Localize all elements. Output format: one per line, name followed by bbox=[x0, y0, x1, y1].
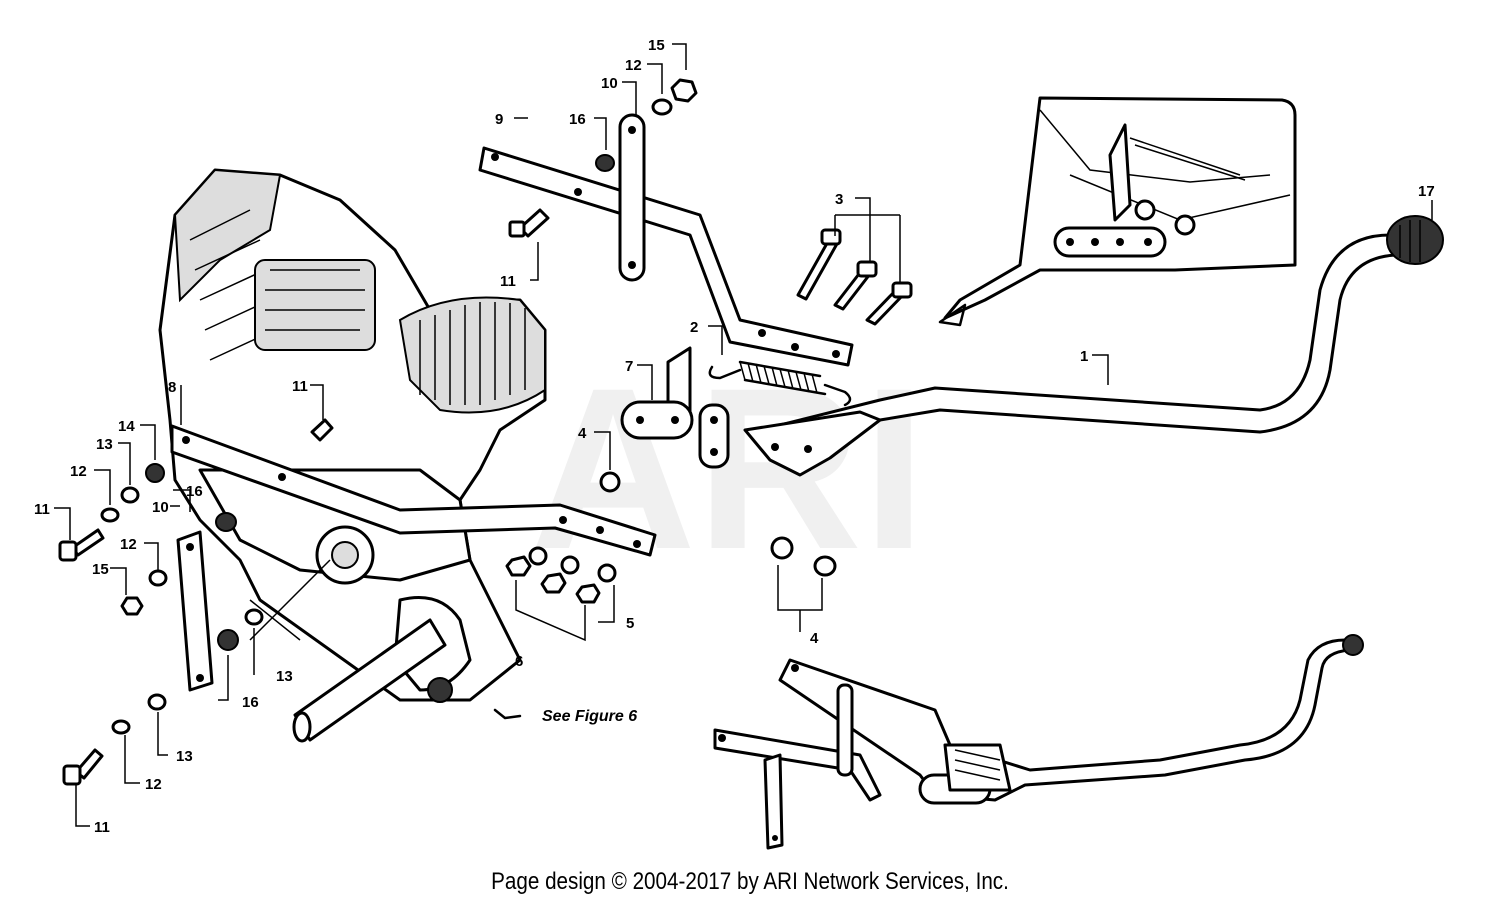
callout-15: 15 bbox=[92, 561, 109, 578]
callout-7: 7 bbox=[625, 358, 633, 375]
callout-13: 13 bbox=[176, 748, 193, 765]
spacers-and-nuts bbox=[505, 471, 837, 604]
callout-16: 16 bbox=[569, 111, 586, 128]
callout-12: 12 bbox=[120, 536, 137, 553]
lift-handle bbox=[743, 215, 1444, 477]
callout-1: 1 bbox=[1080, 348, 1088, 365]
callout-16: 16 bbox=[186, 483, 203, 500]
callout-12: 12 bbox=[145, 776, 162, 793]
callout-5: 5 bbox=[626, 615, 634, 632]
callout-4: 4 bbox=[578, 425, 587, 442]
callout-9: 9 bbox=[495, 111, 503, 128]
lower-lift-bar bbox=[170, 424, 657, 557]
callout-12: 12 bbox=[625, 57, 642, 74]
callout-16: 16 bbox=[242, 694, 259, 711]
leader-lines bbox=[54, 43, 1433, 827]
bolts bbox=[58, 208, 550, 786]
return-spring bbox=[708, 360, 852, 407]
callout-13: 13 bbox=[276, 668, 293, 685]
engine-assembly bbox=[158, 168, 547, 743]
callout-10: 10 bbox=[152, 499, 169, 516]
callout-6: 6 bbox=[515, 653, 523, 670]
lower-lift-link bbox=[176, 530, 214, 692]
see-figure-arrow-icon bbox=[493, 708, 522, 720]
upper-lift-bar bbox=[478, 146, 854, 367]
callout-10: 10 bbox=[601, 75, 618, 92]
callout-11: 11 bbox=[292, 378, 308, 395]
callout-4: 4 bbox=[810, 630, 819, 647]
pivot-bracket bbox=[620, 346, 730, 469]
callout-15: 15 bbox=[648, 37, 665, 54]
ari-watermark: ARI bbox=[530, 340, 926, 597]
callout-11: 11 bbox=[34, 501, 50, 518]
callout-11: 11 bbox=[500, 273, 516, 290]
callout-2: 2 bbox=[690, 319, 698, 336]
callout-12: 12 bbox=[70, 463, 87, 480]
assembled-view bbox=[713, 634, 1364, 850]
callout-13: 13 bbox=[96, 436, 113, 453]
callout-labels: 15 12 10 9 16 3 17 11 2 7 1 8 11 4 14 13… bbox=[34, 37, 1435, 836]
upper-lift-link bbox=[618, 113, 646, 282]
see-figure-note: See Figure 6 bbox=[542, 708, 637, 725]
callout-11: 11 bbox=[94, 819, 110, 836]
callout-8: 8 bbox=[168, 379, 176, 396]
bracket-bolts bbox=[796, 228, 913, 326]
callout-14: 14 bbox=[118, 418, 135, 435]
callout-3: 3 bbox=[835, 191, 843, 208]
callout-17: 17 bbox=[1418, 183, 1435, 200]
hardware-nuts-washers bbox=[100, 78, 698, 735]
page-footer: Page design © 2004-2017 by ARI Network S… bbox=[491, 868, 1009, 895]
detail-inset bbox=[938, 96, 1297, 327]
